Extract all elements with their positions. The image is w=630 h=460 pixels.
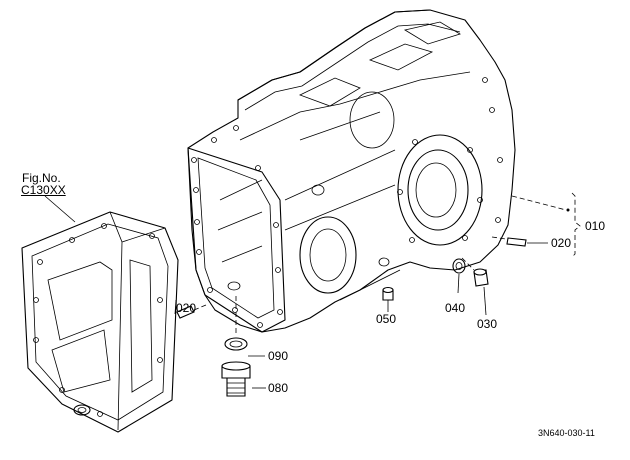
callout-010: 010 (585, 219, 606, 233)
callout-040: 040 (445, 301, 466, 315)
seal-ring-090 (224, 296, 248, 351)
drawing-code: 3N640-030-11 (538, 428, 595, 438)
figure-ref-line2: C130XX (21, 183, 66, 197)
callout-030: 030 (477, 317, 498, 331)
plug-050 (382, 286, 394, 301)
front-cover-housing (21, 211, 179, 433)
figure-ref-line1: Fig.No. (22, 171, 61, 185)
callout-020-right: 020 (551, 236, 572, 250)
washer-040 (452, 258, 466, 274)
transmission-case (187, 9, 516, 333)
drain-plug-080 (221, 361, 251, 397)
callout-090: 090 (268, 349, 289, 363)
plug-030 (461, 257, 489, 287)
dowel-pin-left (176, 304, 207, 319)
callout-050: 050 (376, 312, 397, 326)
leader-lines (44, 192, 581, 389)
callout-080: 080 (268, 381, 289, 395)
dowel-pin-right (491, 236, 527, 247)
callout-020-left: 020 (176, 301, 197, 315)
